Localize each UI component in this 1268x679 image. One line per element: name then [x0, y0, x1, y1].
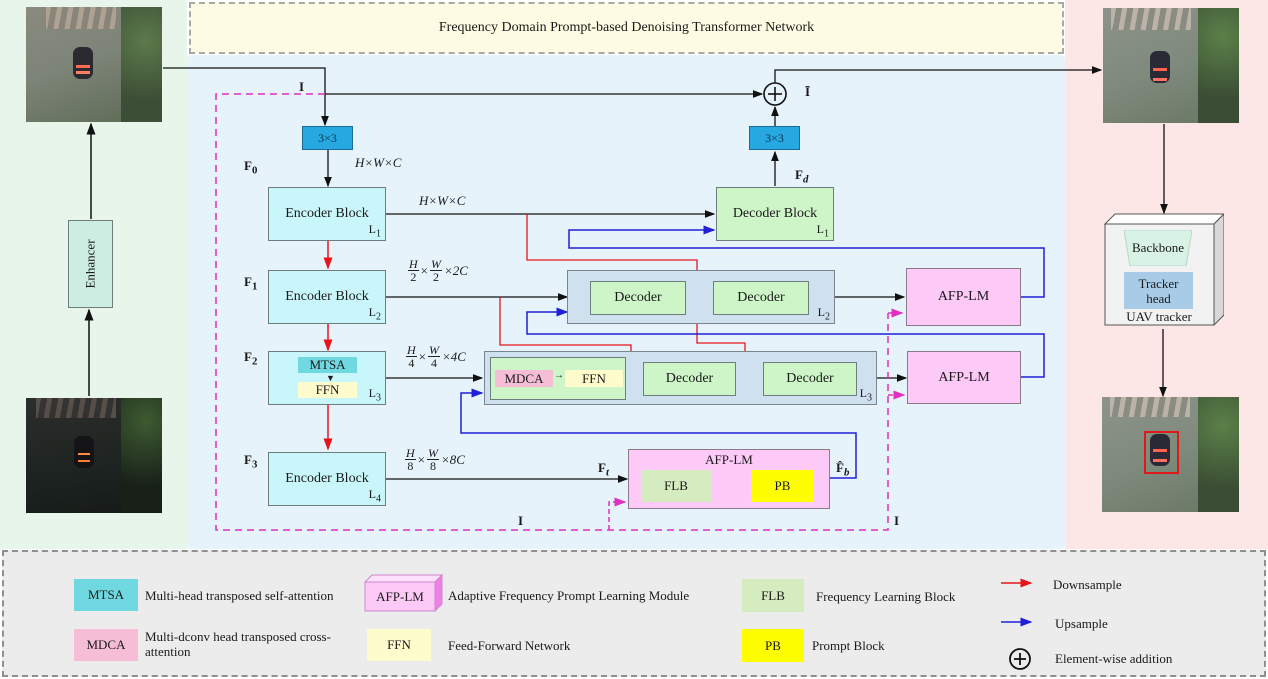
legend-text-upsample: Upsample	[1055, 616, 1108, 631]
tracker-head-line1: Tracker	[1138, 275, 1179, 291]
backbone-label: Backbone	[1132, 240, 1184, 255]
decoder-l3-second: Decoder	[763, 362, 857, 396]
tracking-bounding-box	[1144, 431, 1179, 474]
upsample-path-bottom	[460, 388, 857, 479]
symbol-input-right: I	[894, 513, 900, 528]
legend-text-ffn: Feed-Forward Network	[448, 638, 571, 653]
decoder-l2-second: Decoder	[713, 281, 809, 315]
decoder-l3-first: Decoder	[643, 362, 736, 396]
uav-tracker-label: UAV tracker	[1126, 309, 1192, 324]
label-f2: F2	[244, 349, 258, 368]
legend-chip-ffn: FFN	[367, 629, 431, 661]
ffn-block: FFN	[565, 370, 623, 387]
dim-l1-skip: H×W×C	[419, 193, 466, 208]
upsample-path-top	[568, 225, 1045, 298]
afp-lm-bottom: AFP-LM FLB PB	[628, 449, 830, 509]
label-fb-hat: F̂b	[836, 460, 850, 479]
legend-panel: MTSA Multi-head transposed self-attentio…	[2, 550, 1266, 677]
legend-text-mdca: Multi-dconv head transposed cross-attent…	[145, 629, 331, 659]
afp-lm-middle: AFP-LM	[907, 351, 1021, 404]
legend-text-pb: Prompt Block	[812, 638, 885, 653]
label-f3: F3	[244, 452, 258, 471]
legend-chip-afp-lm: AFP-LM	[364, 574, 444, 612]
level-label: L2	[368, 304, 381, 322]
legend-text-downsample: Downsample	[1053, 577, 1122, 592]
decoder-l2-first: Decoder	[590, 281, 686, 315]
legend-text-mtsa: Multi-head transposed self-attention	[145, 588, 334, 603]
level-label: L1	[816, 221, 829, 239]
label-fd: Fd	[795, 167, 809, 186]
mtsa-block: MTSA	[298, 357, 357, 373]
symbol-output: Ī	[805, 84, 811, 99]
label-f0: F0	[244, 158, 258, 177]
encoder-block-l4: Encoder Block L4	[268, 452, 386, 506]
legend-text-addition: Element-wise addition	[1055, 651, 1173, 666]
legend-chip-mtsa: MTSA	[74, 579, 138, 611]
mdca-block: MDCA	[495, 370, 553, 387]
uav-tracker-box: Backbone Tracker head UAV tracker	[1104, 213, 1224, 326]
encoder-block-l2: Encoder Block L2	[268, 270, 386, 324]
legend-chip-flb: FLB	[742, 579, 804, 612]
input-dashed-path	[215, 93, 889, 531]
legend-text-afp-lm: Adaptive Frequency Prompt Learning Modul…	[448, 588, 690, 603]
enhanced-input-image	[26, 7, 162, 122]
tracking-result-image	[1102, 397, 1239, 512]
decoder-group-l2: Decoder Decoder L2	[567, 270, 835, 324]
low-light-input-image	[26, 398, 162, 513]
conv-3x3-output: 3×3	[749, 126, 800, 150]
addition-to-output-arrow	[774, 66, 1103, 83]
conv-3x3-input: 3×3	[302, 126, 353, 150]
afp-lm-top: AFP-LM	[906, 268, 1021, 326]
denoised-output-image	[1103, 8, 1239, 123]
level-label: L3	[859, 385, 872, 403]
enhancer-block: Enhancer	[68, 220, 113, 308]
input-to-conv-arrow	[163, 67, 329, 127]
label-ft: Ft	[598, 460, 609, 479]
level-label: L2	[817, 304, 830, 322]
tracker-head-line2: head	[1146, 290, 1171, 306]
decoder-block-l1: Decoder Block L1	[716, 187, 834, 241]
level-label: L4	[368, 486, 381, 504]
legend-arrow-icons	[1001, 578, 1033, 627]
legend-chip-mdca: MDCA	[74, 629, 138, 661]
flb-block: FLB	[641, 470, 711, 502]
upsample-path-mid	[526, 307, 1045, 378]
addition-icon	[1009, 648, 1031, 670]
legend-chip-pb: PB	[742, 629, 804, 662]
tracker-head-block: Tracker head	[1124, 272, 1193, 309]
encoder-block-l1: Encoder Block L1	[268, 187, 386, 241]
dim-l1-input: H×W×C	[355, 155, 402, 170]
ffn-block: FFN	[298, 382, 357, 398]
car-shape	[1150, 51, 1170, 83]
level-label: L3	[368, 385, 381, 403]
symbol-input-bottom: I	[518, 513, 524, 528]
pb-block: PB	[751, 470, 814, 502]
cross-attention-block: MDCA → FFN	[490, 357, 626, 400]
decoder-group-l3: MDCA → FFN Decoder Decoder L3	[484, 351, 877, 405]
legend-text-flb: Frequency Learning Block	[816, 589, 956, 604]
encoder-block-l3: MTSA ▼ FFN L3	[268, 351, 386, 405]
level-label: L1	[368, 221, 381, 239]
backbone-block: Backbone	[1124, 230, 1192, 266]
symbol-input-top: I	[299, 79, 305, 94]
afp-lm-title: AFP-LM	[705, 452, 753, 467]
label-f1: F1	[244, 274, 258, 293]
network-title: Frequency Domain Prompt-based Denoising …	[189, 2, 1064, 54]
